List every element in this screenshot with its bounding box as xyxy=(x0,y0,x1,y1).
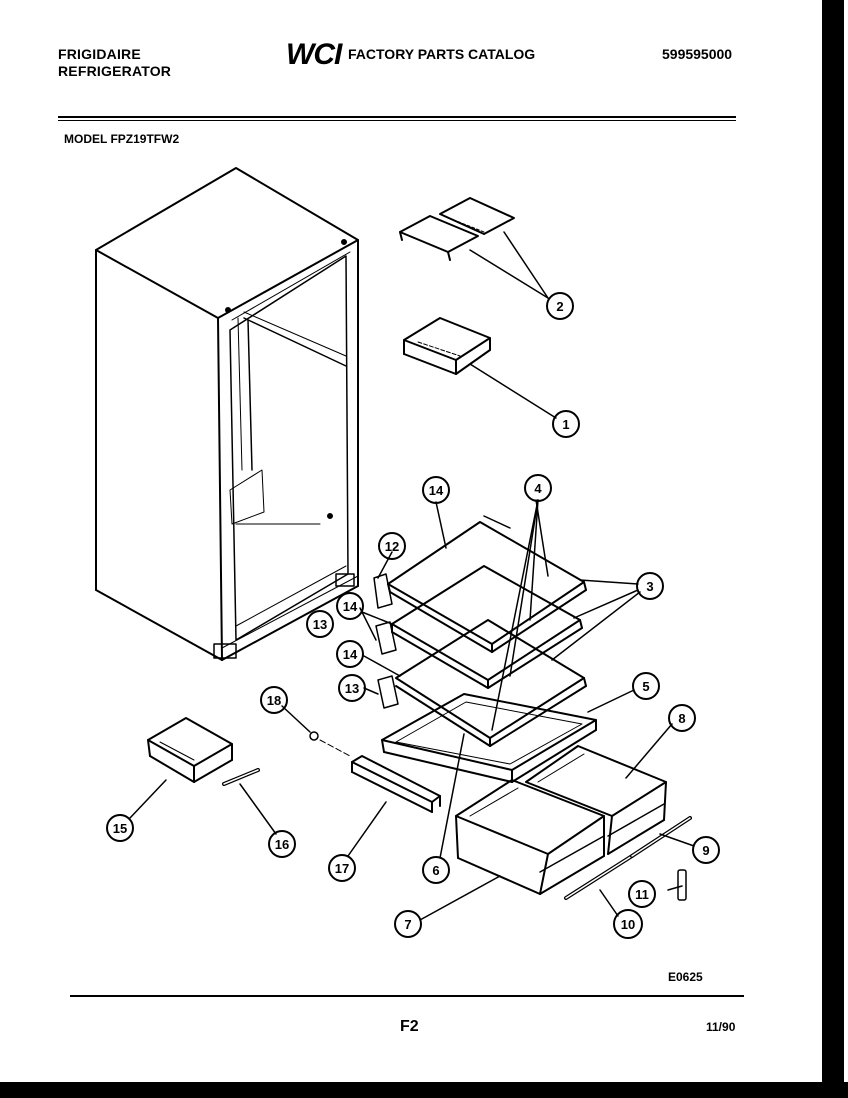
leader-lines xyxy=(129,231,695,921)
callout-11: 11 xyxy=(628,880,656,908)
callout-3: 3 xyxy=(636,572,664,600)
callout-bubbles: 1 2 3 4 5 6 7 8 9 10 11 12 13 13 14 14 1… xyxy=(106,292,720,939)
catalog-title: FACTORY PARTS CATALOG xyxy=(348,46,536,62)
revision-date: 11/90 xyxy=(706,1020,736,1034)
svg-text:7: 7 xyxy=(404,917,411,932)
crisper-cover xyxy=(381,693,597,783)
ice-bin xyxy=(403,317,491,375)
product-type: REFRIGERATOR xyxy=(58,63,172,79)
cover-support xyxy=(309,731,441,813)
catalog-number: 599595000 xyxy=(662,46,733,62)
callout-10: 10 xyxy=(613,909,643,939)
header-rule xyxy=(58,116,736,118)
callout-16: 16 xyxy=(268,830,296,858)
svg-text:12: 12 xyxy=(385,539,399,554)
svg-text:14: 14 xyxy=(343,647,358,662)
wci-logo: WCI xyxy=(286,38,342,71)
brand-block: FRIGIDAIRE REFRIGERATOR xyxy=(58,46,171,80)
page-number: F2 xyxy=(400,1018,419,1035)
header-rule-thin xyxy=(58,120,736,121)
ice-trays xyxy=(399,197,515,261)
callout-7: 7 xyxy=(394,910,422,938)
svg-text:8: 8 xyxy=(678,711,685,726)
svg-text:1: 1 xyxy=(562,417,569,432)
svg-text:2: 2 xyxy=(556,299,563,314)
svg-text:13: 13 xyxy=(313,617,327,632)
svg-text:16: 16 xyxy=(275,837,289,852)
refrigerator-cabinet xyxy=(95,167,359,661)
scan-border-right xyxy=(822,0,844,1098)
svg-text:4: 4 xyxy=(534,481,542,496)
diagram-code: E0625 xyxy=(668,970,703,984)
callout-13a: 13 xyxy=(306,610,334,638)
svg-text:3: 3 xyxy=(646,579,653,594)
callout-9: 9 xyxy=(692,836,720,864)
svg-text:14: 14 xyxy=(429,483,444,498)
meat-keeper xyxy=(147,717,260,786)
svg-text:15: 15 xyxy=(113,821,127,836)
callout-15: 15 xyxy=(106,814,134,842)
callout-2: 2 xyxy=(546,292,574,320)
svg-text:17: 17 xyxy=(335,861,349,876)
brand-name: FRIGIDAIRE xyxy=(58,46,141,62)
callout-8: 8 xyxy=(668,704,696,732)
crisper-drawers xyxy=(455,745,667,895)
scan-border-edge xyxy=(844,0,848,1098)
scan-border-bottom xyxy=(0,1082,848,1098)
svg-text:6: 6 xyxy=(432,863,439,878)
svg-text:13: 13 xyxy=(345,681,359,696)
callout-14a: 14 xyxy=(422,476,450,504)
model-number: MODEL FPZ19TFW2 xyxy=(64,132,180,146)
glass-shelves xyxy=(373,515,587,747)
callout-14b: 14 xyxy=(336,592,364,620)
svg-text:9: 9 xyxy=(702,843,709,858)
callout-5: 5 xyxy=(632,672,660,700)
svg-text:10: 10 xyxy=(621,917,635,932)
callout-6: 6 xyxy=(422,856,450,884)
callout-14c: 14 xyxy=(336,640,364,668)
footer-rule xyxy=(70,995,744,997)
drawer-rails xyxy=(564,816,692,901)
svg-text:18: 18 xyxy=(267,693,281,708)
svg-text:14: 14 xyxy=(343,599,358,614)
callout-1: 1 xyxy=(552,410,580,438)
callout-4: 4 xyxy=(524,474,552,502)
callout-17: 17 xyxy=(328,854,356,882)
svg-text:11: 11 xyxy=(635,887,649,902)
callout-12: 12 xyxy=(378,532,406,560)
svg-text:5: 5 xyxy=(642,679,649,694)
callout-18: 18 xyxy=(260,686,288,714)
callout-13b: 13 xyxy=(338,674,366,702)
